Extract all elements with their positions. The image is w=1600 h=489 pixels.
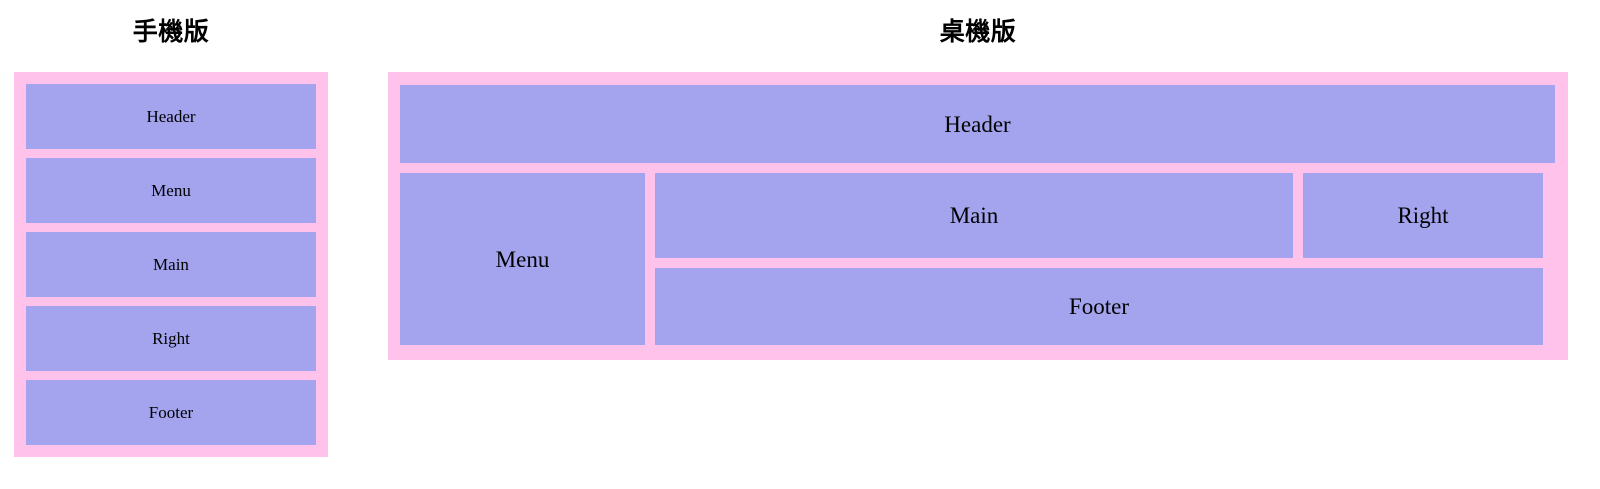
- mobile-block-right: Right: [26, 306, 316, 371]
- mobile-block-main: Main: [26, 232, 316, 297]
- desktop-panel-title: 桌機版: [939, 18, 1017, 46]
- mobile-block-menu: Menu: [26, 158, 316, 223]
- desktop-block-header: Header: [400, 85, 1555, 163]
- desktop-block-menu: Menu: [400, 173, 645, 345]
- desktop-block-right: Right: [1303, 173, 1543, 258]
- mobile-block-header: Header: [26, 84, 316, 149]
- desktop-block-footer: Footer: [655, 268, 1543, 345]
- desktop-block-main: Main: [655, 173, 1293, 258]
- mobile-layout-frame: Header Menu Main Right Footer: [14, 72, 328, 457]
- mobile-panel-title: 手機版: [132, 18, 210, 46]
- desktop-layout-frame: Header Menu Main Right Footer: [388, 72, 1568, 360]
- mobile-block-footer: Footer: [26, 380, 316, 445]
